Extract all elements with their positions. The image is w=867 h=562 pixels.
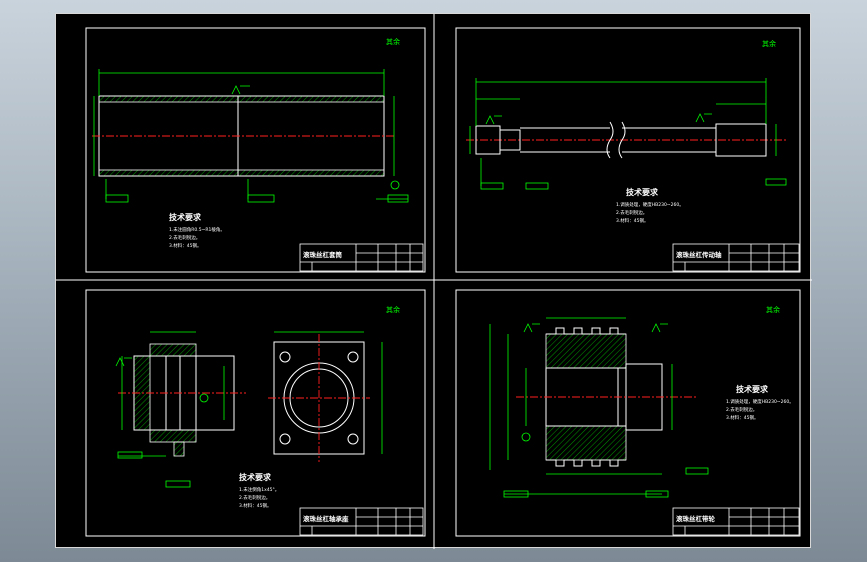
tolerance-frame bbox=[117, 451, 143, 459]
part-name: 滚珠丝杠轴承座 bbox=[303, 514, 349, 523]
shaft-step-left bbox=[499, 129, 521, 151]
roughness-note: 其余 bbox=[766, 305, 780, 314]
tolerance-frame bbox=[480, 182, 504, 190]
title-block: 滚珠丝杠带轮 bbox=[672, 507, 800, 536]
bolt-hole bbox=[347, 433, 359, 445]
tolerance-frame bbox=[165, 480, 191, 488]
sleeve-wall-top bbox=[98, 95, 385, 103]
roughness-symbol bbox=[231, 85, 250, 95]
tolerance-frame bbox=[765, 178, 787, 186]
sheet-sleeve[interactable]: 其余 技术要求 1.未注圆角R0.5~R1棱角。 2.去毛刺锐边。 3.材料：4… bbox=[85, 27, 426, 273]
flange-top bbox=[149, 343, 197, 357]
bolt-boss bbox=[173, 441, 185, 457]
note-line: 1.未注倒角1x45°。 bbox=[239, 486, 279, 493]
note-line: 2.去毛刺锐边。 bbox=[726, 406, 757, 413]
title-block: 滚珠丝杠传动轴 bbox=[672, 243, 800, 272]
sheet-frame bbox=[455, 27, 801, 273]
note-line: 2.去毛刺锐边。 bbox=[616, 209, 647, 216]
pulley-rim-bottom bbox=[545, 425, 627, 461]
tolerance-frame bbox=[247, 194, 275, 203]
bolt-hole bbox=[347, 351, 359, 363]
title-block: 滚珠丝杠轴承座 bbox=[299, 507, 424, 536]
roughness-symbol bbox=[115, 357, 132, 367]
note-line: 3.材料：45钢。 bbox=[239, 502, 272, 509]
notes-title: 技术要求 bbox=[736, 384, 769, 394]
roughness-symbol bbox=[485, 115, 502, 125]
roughness-symbol bbox=[651, 323, 668, 333]
part-name: 滚珠丝杠传动轴 bbox=[676, 250, 722, 259]
bolt-hole bbox=[279, 351, 291, 363]
shaft-end-right bbox=[715, 123, 767, 157]
sheet-pulley[interactable]: 其余 技术要求 1.调质处理，硬度HB230~260。 2.去毛刺锐边。 3.材… bbox=[455, 289, 801, 537]
tolerance-frame bbox=[503, 490, 529, 498]
datum-marker bbox=[199, 393, 209, 403]
note-line: 3.材料：45钢。 bbox=[169, 242, 202, 249]
flange-bottom bbox=[149, 429, 197, 443]
sheet-frame bbox=[85, 27, 426, 273]
note-line: 1.调质处理，硬度HB230~260。 bbox=[616, 201, 684, 208]
cad-viewport[interactable]: 其余 技术要求 1.未注圆角R0.5~R1棱角。 2.去毛刺锐边。 3.材料：4… bbox=[55, 13, 812, 549]
note-line: 2.去毛刺锐边。 bbox=[239, 494, 270, 501]
sleeve-wall-bottom bbox=[98, 169, 385, 177]
sheet-frame bbox=[85, 289, 426, 537]
tolerance-frame bbox=[685, 467, 709, 475]
datum-marker bbox=[390, 180, 400, 190]
roughness-note: 其余 bbox=[762, 39, 776, 48]
part-name: 滚珠丝杠套筒 bbox=[303, 250, 343, 259]
note-line: 3.材料：45钢。 bbox=[616, 217, 649, 224]
note-line: 3.材料：45钢。 bbox=[726, 414, 759, 421]
roughness-note: 其余 bbox=[386, 37, 400, 46]
roughness-symbol bbox=[695, 113, 712, 123]
notes-title: 技术要求 bbox=[626, 187, 659, 197]
drawing-canvas: 其余 技术要求 1.未注圆角R0.5~R1棱角。 2.去毛刺锐边。 3.材料：4… bbox=[56, 14, 812, 549]
break-line bbox=[606, 121, 614, 159]
tolerance-frame bbox=[645, 490, 669, 498]
note-line: 2.去毛刺锐边。 bbox=[169, 234, 200, 241]
sheet-shaft[interactable]: 其余 技术要求 1.调质处理，硬度HB230~260。 2.去毛刺锐边。 3.材… bbox=[455, 27, 801, 273]
sheet-bearing-seat[interactable]: 其余 技术要求 1.未注倒角1x45°。 2.去毛刺锐边。 3.材料：45钢。 … bbox=[85, 289, 426, 537]
pulley-rim-top bbox=[545, 333, 627, 369]
tolerance-frame bbox=[105, 194, 129, 203]
bolt-hole bbox=[279, 433, 291, 445]
notes-title: 技术要求 bbox=[239, 472, 272, 482]
note-line: 1.未注圆角R0.5~R1棱角。 bbox=[169, 226, 225, 233]
note-line: 1.调质处理，硬度HB230~260。 bbox=[726, 398, 794, 405]
pulley-teeth-top bbox=[546, 327, 626, 335]
notes-title: 技术要求 bbox=[169, 212, 202, 222]
datum-marker bbox=[521, 432, 531, 442]
title-block: 滚珠丝杠套筒 bbox=[299, 243, 424, 272]
roughness-symbol bbox=[523, 323, 540, 333]
pulley-teeth-bottom bbox=[546, 459, 626, 467]
tolerance-frame bbox=[387, 194, 409, 203]
part-name: 滚珠丝杠带轮 bbox=[676, 514, 716, 523]
tolerance-frame bbox=[525, 182, 549, 190]
roughness-note: 其余 bbox=[386, 305, 400, 314]
sheet-frame bbox=[455, 289, 801, 537]
